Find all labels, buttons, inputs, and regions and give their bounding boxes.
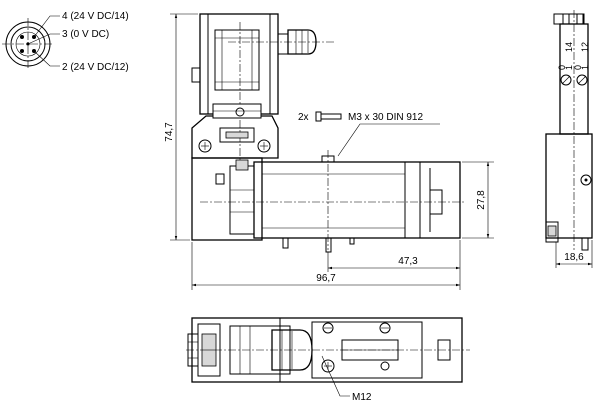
- connector-pin-view: 4 (24 V DC/14) 3 (0 V DC) 2 (24 V DC/12): [2, 11, 129, 73]
- side-view: 14 12 0 1 0 1 18,6: [545, 10, 593, 268]
- side-label-12: 12: [580, 42, 590, 52]
- front-view: [191, 13, 465, 253]
- front-dimensions: 74,7 27,8 47,3 96,7: [164, 13, 494, 290]
- side-label-1a: 1: [564, 65, 574, 70]
- screw-qty: 2x: [298, 112, 309, 123]
- screw-spec: M3 x 30 DIN 912: [348, 112, 423, 123]
- dim-total-length: 96,7: [316, 273, 336, 284]
- top-view: M12: [186, 317, 470, 403]
- side-label-0b: 0: [573, 65, 583, 70]
- dim-body-height: 27,8: [476, 190, 487, 210]
- pin4-label: 4 (24 V DC/14): [62, 11, 129, 22]
- screw-callout: 2x M3 x 30 DIN 912: [298, 111, 440, 157]
- pin2-label: 2 (24 V DC/12): [62, 62, 129, 73]
- dim-half-length: 47,3: [398, 256, 418, 267]
- thread-label: M12: [352, 392, 372, 403]
- side-label-0a: 0: [557, 65, 567, 70]
- side-label-1b: 1: [580, 65, 590, 70]
- pin3-label: 3 (0 V DC): [62, 29, 109, 40]
- dim-height: 74,7: [164, 122, 175, 142]
- side-label-14: 14: [564, 42, 574, 52]
- dim-width: 18,6: [564, 252, 584, 263]
